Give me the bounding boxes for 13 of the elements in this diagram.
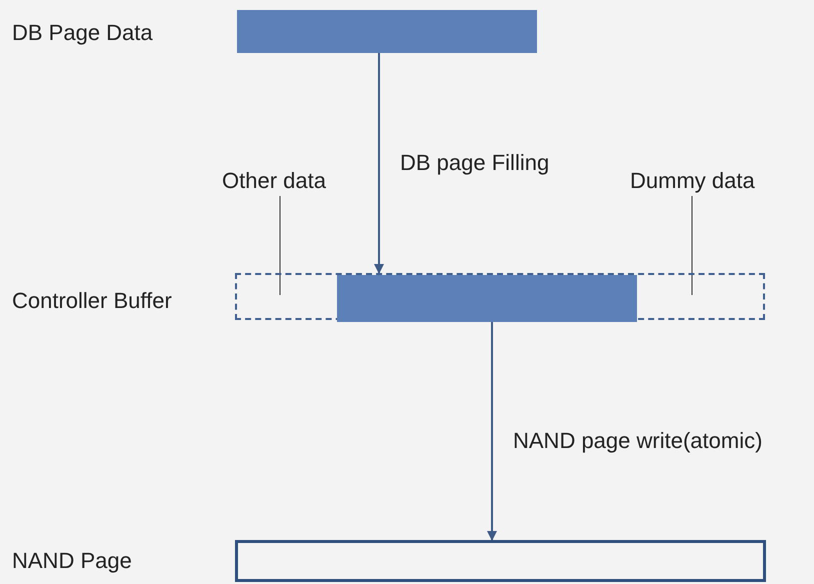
row-label: DB Page Data <box>12 19 153 47</box>
label-text: Other data <box>222 164 342 196</box>
row-label: Controller Buffer <box>12 287 172 315</box>
buffer-box <box>235 273 765 320</box>
edge-label: DB page Filling <box>400 149 550 177</box>
data-bar <box>337 275 637 322</box>
arrow <box>487 320 497 541</box>
edge-label: NAND page write(atomic) <box>513 427 762 455</box>
arrow <box>374 53 384 274</box>
page-box <box>235 540 766 582</box>
data-bar <box>237 10 537 53</box>
label-text: Dummy data <box>630 164 790 196</box>
row-label: NAND Page <box>12 547 132 575</box>
